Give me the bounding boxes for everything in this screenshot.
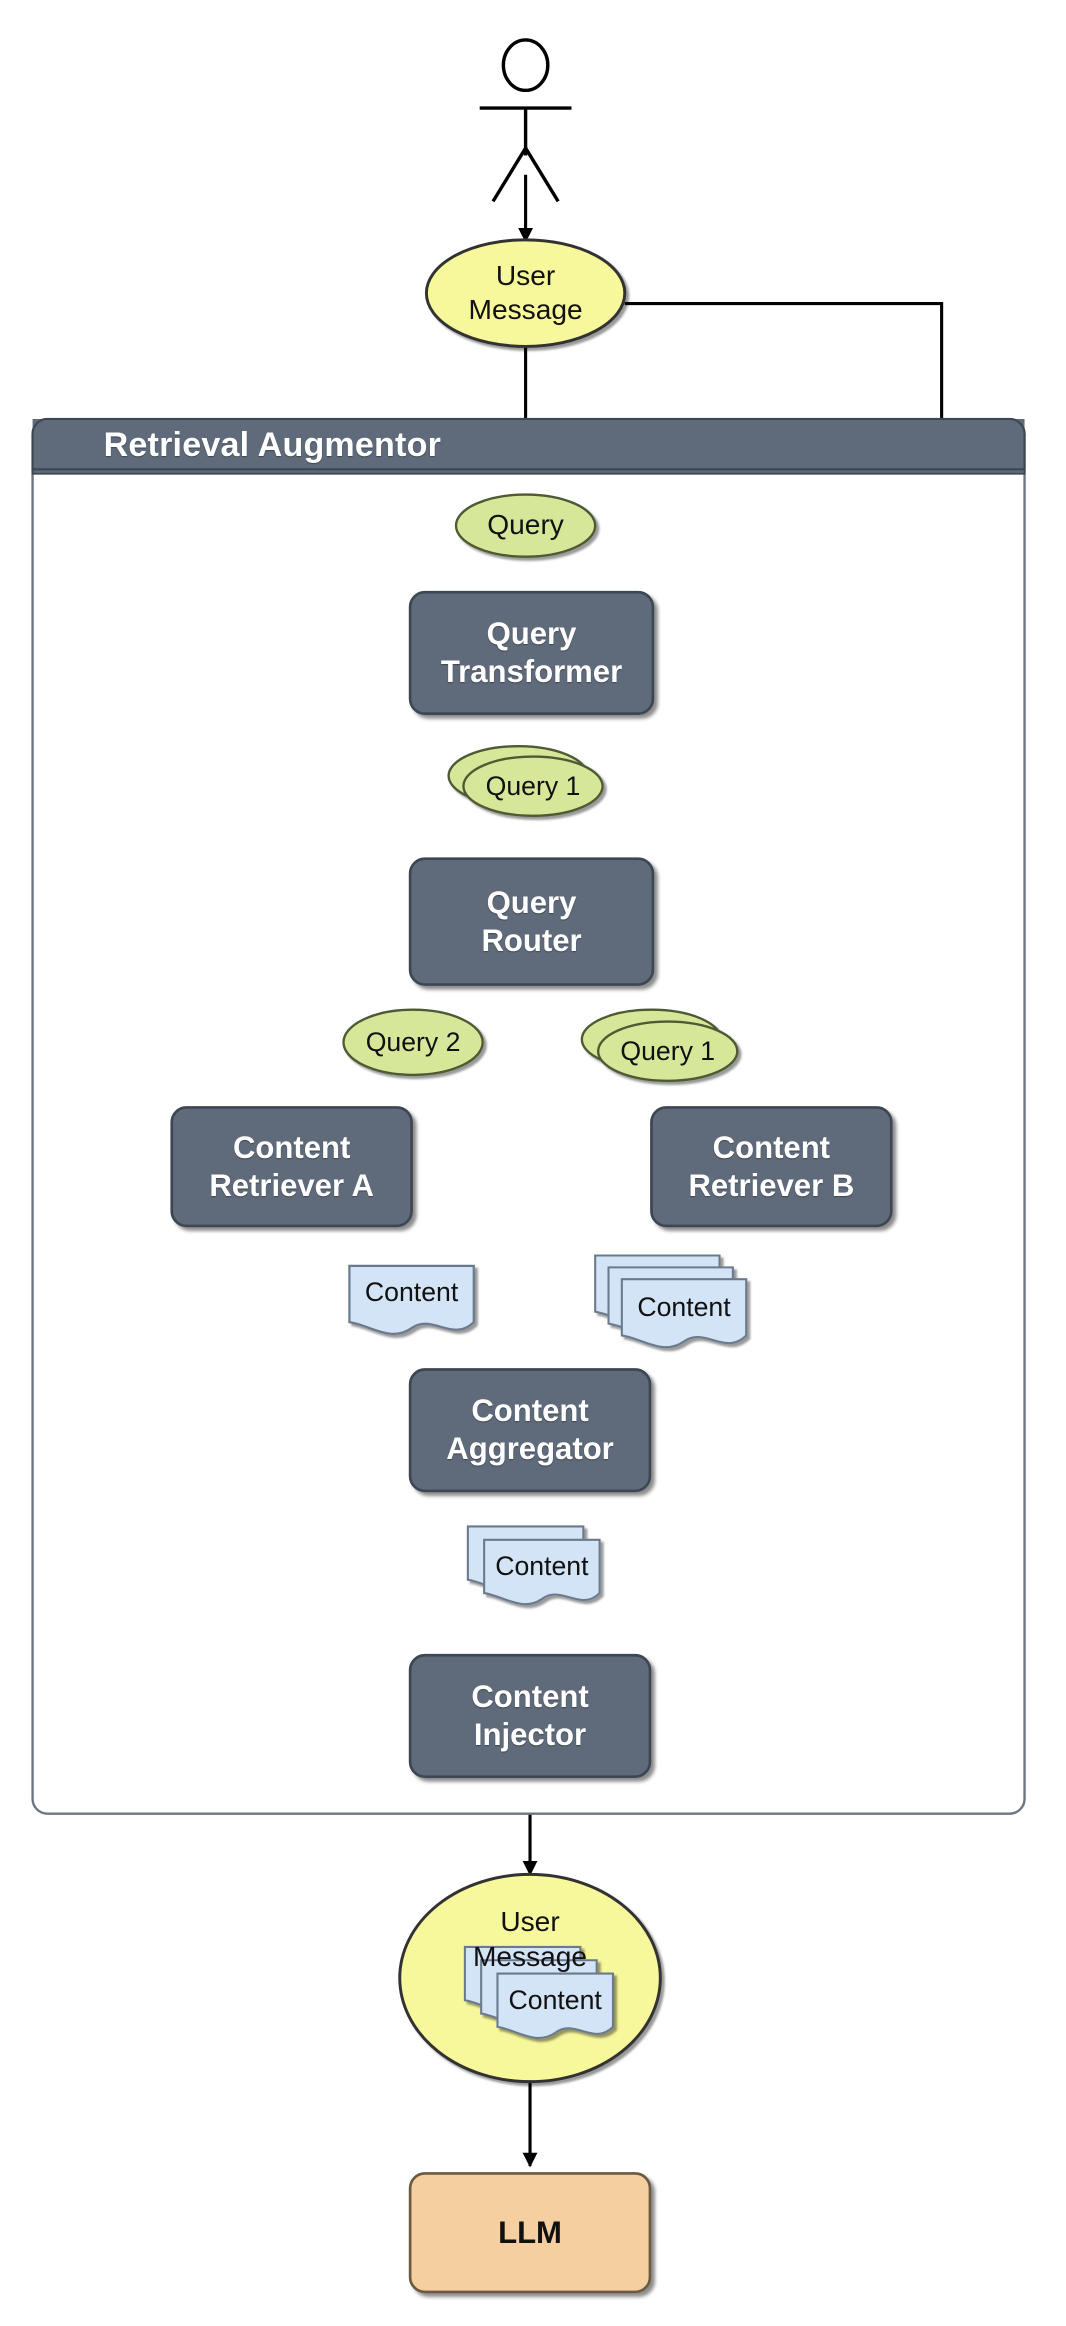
node-query-1-stack[interactable] (447, 745, 604, 817)
node-query-transformer[interactable] (408, 590, 655, 715)
node-content-aggregator[interactable] (408, 1368, 652, 1493)
node-content-injector[interactable] (408, 1653, 652, 1778)
node-content-aggregated[interactable] (466, 1525, 601, 1606)
node-query-1-right-stack[interactable] (580, 1008, 739, 1082)
node-query-2[interactable] (342, 1008, 484, 1077)
node-user-message-bottom-content[interactable] (463, 1945, 614, 2039)
retrieval-augmentor-group[interactable] (31, 417, 1026, 1815)
node-user-message-top[interactable] (424, 238, 627, 348)
node-query-router[interactable] (408, 857, 655, 986)
node-content-single-left[interactable] (348, 1264, 475, 1335)
user-actor-icon (479, 38, 572, 203)
node-content-retriever-b[interactable] (650, 1106, 893, 1228)
node-llm[interactable] (408, 2172, 652, 2294)
node-content-retriever-a[interactable] (170, 1106, 413, 1228)
node-query[interactable] (454, 493, 597, 558)
node-content-stack-right[interactable] (594, 1254, 748, 1349)
